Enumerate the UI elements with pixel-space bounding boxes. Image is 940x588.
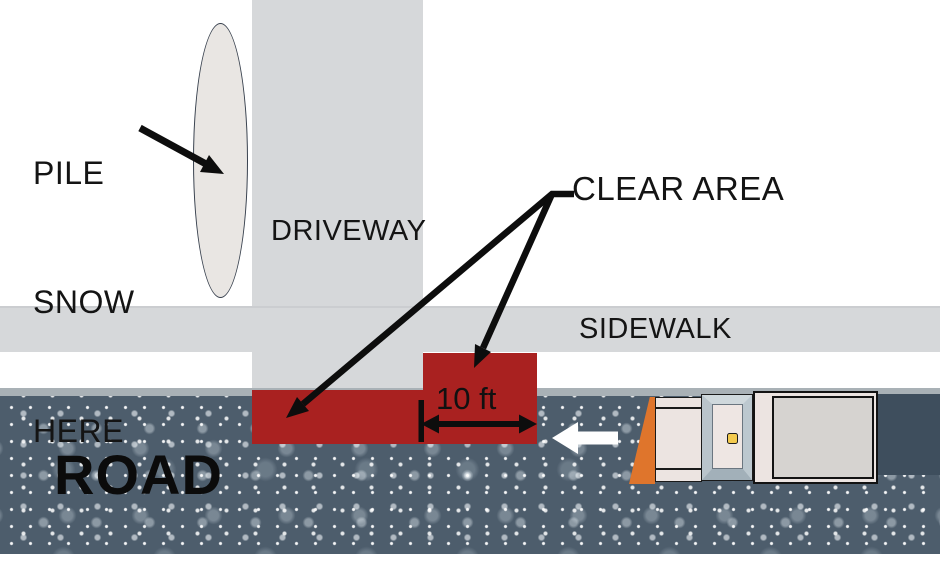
sidewalk-label: SIDEWALK xyxy=(579,313,732,345)
beacon-light-icon xyxy=(727,433,738,444)
dimension-10ft-label: 10 ft xyxy=(436,381,497,416)
clear-area-left-block xyxy=(252,390,423,444)
plowed-lane xyxy=(878,394,940,475)
truck-cab xyxy=(701,394,753,481)
truck-bed xyxy=(753,391,878,484)
truck-bed-inner xyxy=(772,396,874,479)
driveway-label: DRIVEWAY xyxy=(271,215,427,247)
cab-frame xyxy=(702,395,752,480)
pile-snow-here-label: PILE SNOW HERE xyxy=(33,66,135,539)
hood-line xyxy=(656,407,701,409)
pile-label-line1: PILE xyxy=(33,155,105,191)
truck-hood xyxy=(655,397,702,482)
snow-pile-ellipse xyxy=(193,23,248,298)
cab-roof xyxy=(712,404,743,469)
pile-label-line2: SNOW xyxy=(33,284,135,320)
hood-line xyxy=(656,468,701,470)
road-label: ROAD xyxy=(54,443,223,506)
sidewalk-strip xyxy=(0,306,940,352)
clear-area-label: CLEAR AREA xyxy=(572,170,785,207)
pile-label-line3: HERE xyxy=(33,413,124,449)
